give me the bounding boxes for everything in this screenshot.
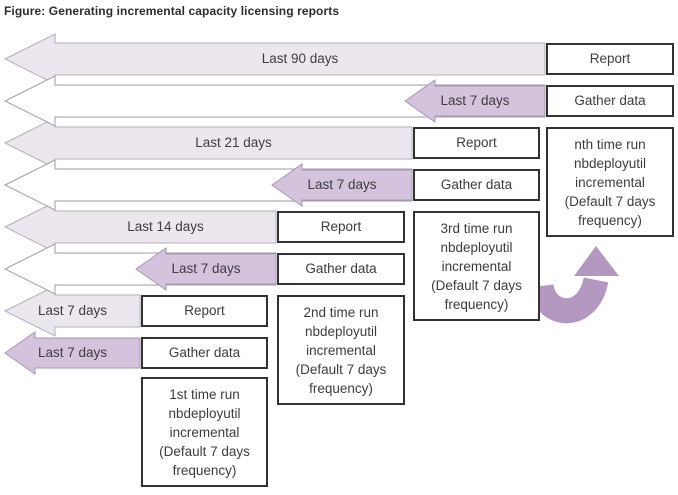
- report-box-run1: Report: [141, 295, 268, 327]
- run-box-line: nbdeployutil: [573, 155, 647, 171]
- curved-arrow-tail: [533, 276, 609, 324]
- period-label-last-7-days-report-run1: Last 7 days: [37, 303, 108, 318]
- gather-box-run-n: Gather data: [546, 85, 674, 117]
- left-block-arrow-icon: [135, 247, 277, 291]
- run-box-line: frequency): [578, 212, 642, 228]
- period-label-last-90-days: Last 90 days: [261, 51, 339, 66]
- arrow-last-7-days-gather-run-n: [404, 79, 546, 123]
- arrow-last-7-days-gather-run3: [271, 163, 413, 207]
- figure-title: Figure: Generating incremental capacity …: [4, 4, 340, 18]
- run-box-nth: nth time run nbdeployutil incremental (D…: [546, 127, 674, 237]
- left-block-arrow-icon: [271, 163, 413, 207]
- run-box-line: incremental: [441, 258, 512, 274]
- run-box-1st: 1st time run nbdeployutil incremental (D…: [141, 377, 268, 487]
- period-label-last-7-days-run2: Last 7 days: [171, 261, 241, 276]
- gather-box-run1: Gather data: [141, 337, 268, 369]
- report-box-run-n: Report: [546, 43, 674, 75]
- run-box-line: frequency): [172, 462, 237, 478]
- curved-up-arrow-icon: [533, 246, 619, 324]
- run-box-line: (Default 7 days: [431, 277, 522, 293]
- run-box-line: (Default 7 days: [564, 193, 656, 209]
- run-box-line: frequency): [444, 296, 509, 312]
- run-box-line: incremental: [169, 424, 240, 440]
- period-label-last-7-days-run3: Last 7 days: [307, 177, 377, 192]
- run-box-line: frequency): [309, 380, 373, 396]
- curved-arrow-head: [574, 246, 619, 276]
- period-label-last-14-days: Last 14 days: [127, 219, 204, 234]
- run-box-2nd: 2nd time run nbdeployutil incremental (D…: [277, 295, 405, 405]
- run-box-line: 1st time run: [169, 386, 240, 402]
- gather-box-run3: Gather data: [413, 169, 540, 201]
- gather-box-run2: Gather data: [277, 253, 405, 285]
- left-block-arrow-icon: [4, 331, 141, 375]
- run-box-line: (Default 7 days: [159, 443, 250, 459]
- arrow-last-7-days-gather-run2: [135, 247, 277, 291]
- arrow-last-7-days-gather-run1: [4, 331, 141, 375]
- run-box-line: 2nd time run: [303, 304, 379, 320]
- left-block-arrow-icon: [404, 79, 546, 123]
- period-label-last-7-days-run-n: Last 7 days: [440, 93, 510, 108]
- period-label-last-21-days: Last 21 days: [195, 135, 272, 150]
- run-box-line: (Default 7 days: [295, 361, 387, 377]
- run-box-line: 3rd time run: [440, 220, 513, 236]
- run-box-line: nbdeployutil: [304, 323, 378, 339]
- run-box-line: nbdeployutil: [168, 405, 241, 421]
- run-box-line: nth time run: [574, 136, 646, 152]
- run-box-line: incremental: [575, 174, 645, 190]
- run-box-line: nbdeployutil: [440, 239, 513, 255]
- report-box-run3: Report: [413, 127, 540, 159]
- run-box-line: incremental: [306, 342, 376, 358]
- report-box-run2: Report: [277, 211, 405, 243]
- run-box-3rd: 3rd time run nbdeployutil incremental (D…: [413, 211, 540, 321]
- period-label-last-7-days-gather-run1: Last 7 days: [37, 345, 108, 360]
